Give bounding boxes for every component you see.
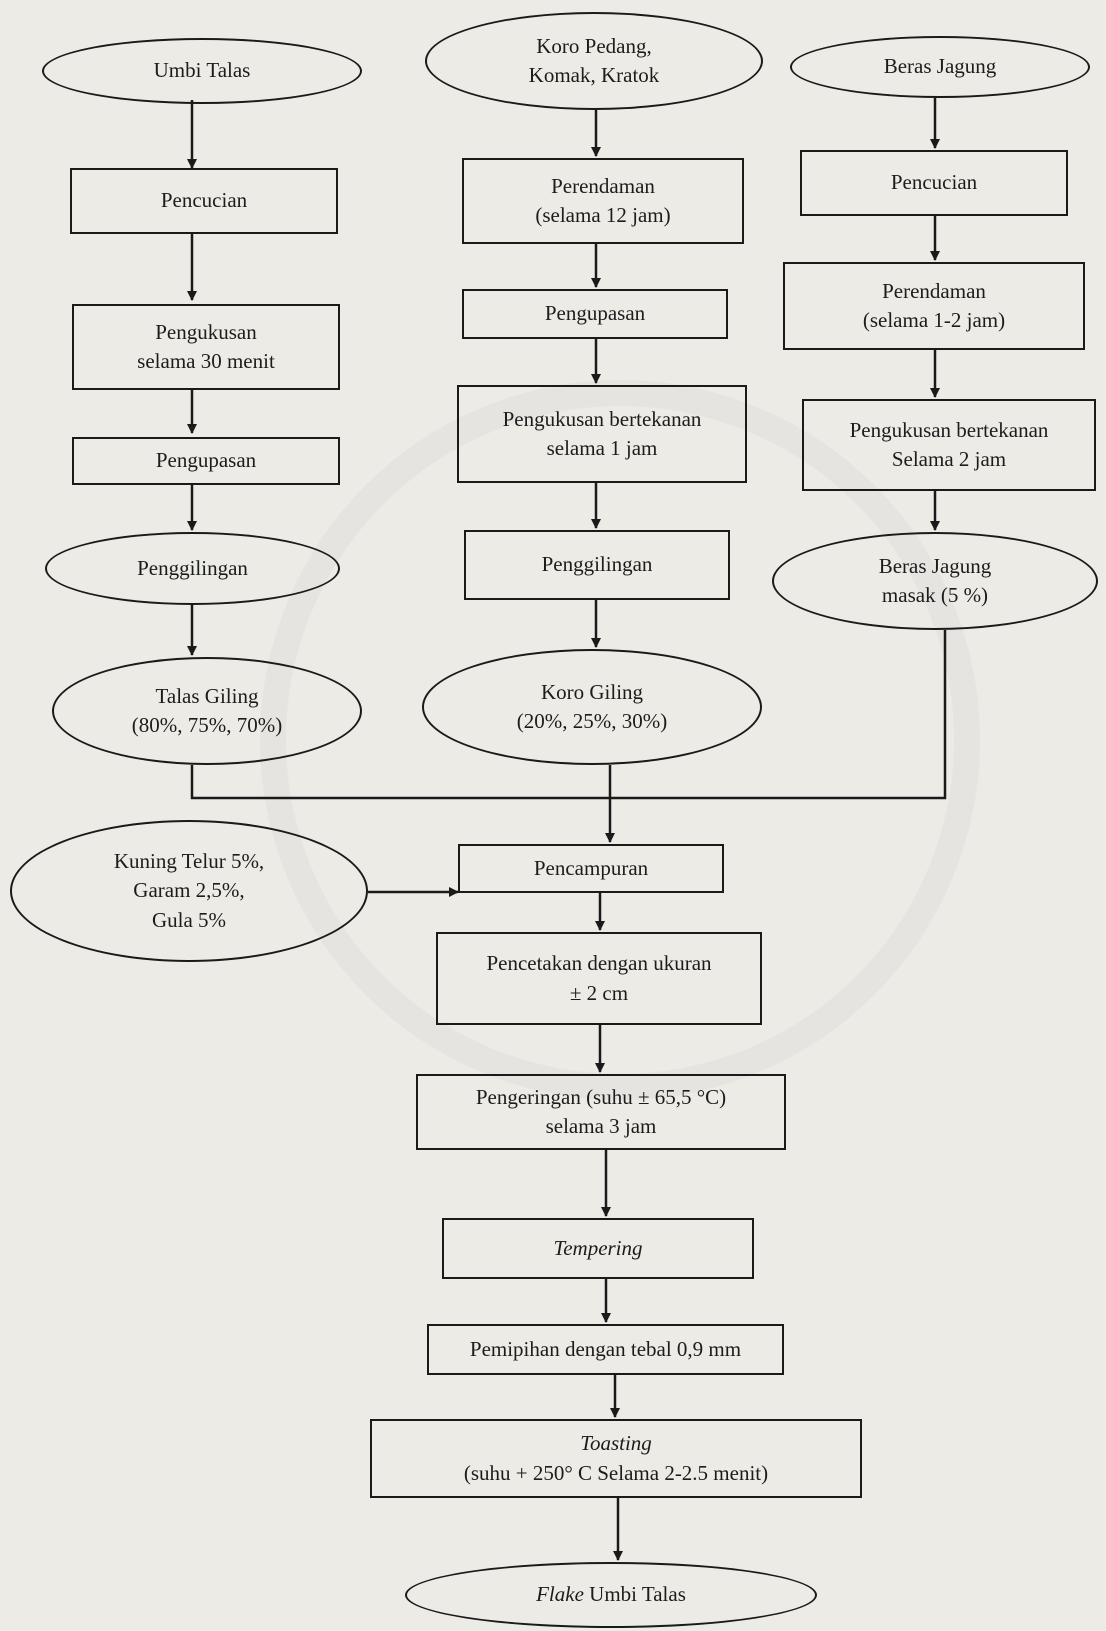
pengupasan-1-label: Pengupasan [155,448,257,473]
pengupasan-2-node: Pengupasan [462,289,728,339]
pencetakan-label: Pencetakan dengan ukuran ± 2 cm [486,951,712,1005]
pengukusan-3-label: Pengukusan bertekanan Selama 2 jam [849,417,1049,471]
beras-jagung-node: Beras Jagung [790,36,1090,98]
pencucian-3-node: Pencucian [800,150,1068,216]
penggilingan-1-label: Penggilingan [137,555,248,580]
penggilingan-2-node: Penggilingan [464,530,730,600]
pengukusan-2-node: Pengukusan bertekanan selama 1 jam [457,385,747,483]
pemipihan-label: Pemipihan dengan tebal 0,9 mm [469,1336,742,1361]
perendaman-3-label: Perendaman (selama 1-2 jam) [862,278,1006,332]
tempering-label: Tempering [553,1235,643,1260]
perendaman-2-node: Perendaman (selama 12 jam) [462,158,744,244]
umbi-talas-node: Umbi Talas [42,38,362,104]
pengukusan-2-label: Pengukusan bertekanan selama 1 jam [502,406,702,460]
koro-label: Koro Pedang, Komak, Kratok [528,33,660,87]
pengupasan-1-node: Pengupasan [72,437,340,485]
perendaman-2-label: Perendaman (selama 12 jam) [535,173,671,227]
koro-node: Koro Pedang, Komak, Kratok [425,12,763,110]
umbi-talas-label: Umbi Talas [153,58,251,83]
pemipihan-node: Pemipihan dengan tebal 0,9 mm [427,1324,784,1375]
perendaman-3-node: Perendaman (selama 1-2 jam) [783,262,1085,350]
pengukusan-1-node: Pengukusan selama 30 menit [72,304,340,390]
flake-umbi-talas-node: Flake Umbi Talas [405,1562,817,1628]
pencetakan-node: Pencetakan dengan ukuran ± 2 cm [436,932,762,1025]
flake-umbi-talas-label: Flake Umbi Talas [536,1580,686,1609]
pencucian-1-label: Pencucian [160,188,248,213]
pengeringan-node: Pengeringan (suhu ± 65,5 °C) selama 3 ja… [416,1074,786,1150]
koro-giling-node: Koro Giling (20%, 25%, 30%) [422,649,762,765]
talas-giling-label: Talas Giling (80%, 75%, 70%) [131,683,283,737]
pencampuran-node: Pencampuran [458,844,724,893]
pengukusan-3-node: Pengukusan bertekanan Selama 2 jam [802,399,1096,491]
toasting-title: Toasting [580,1431,652,1456]
flake-italic-text: Flake [536,1582,584,1607]
pencampuran-label: Pencampuran [533,855,649,880]
tempering-node: Tempering [442,1218,754,1279]
pencucian-1-node: Pencucian [70,168,338,234]
merge-line [190,630,947,800]
beras-masak-label: Beras Jagung masak (5 %) [878,553,992,607]
pencucian-3-label: Pencucian [890,170,978,195]
beras-jagung-label: Beras Jagung [883,54,997,79]
toasting-node: Toasting (suhu + 250° C Selama 2-2.5 men… [370,1419,862,1498]
kuning-telur-label: Kuning Telur 5%, Garam 2,5%, Gula 5% [113,848,265,932]
penggilingan-1-node: Penggilingan [45,532,340,605]
kuning-telur-node: Kuning Telur 5%, Garam 2,5%, Gula 5% [10,820,368,962]
penggilingan-2-label: Penggilingan [541,552,653,577]
beras-masak-node: Beras Jagung masak (5 %) [772,532,1098,630]
pengupasan-2-label: Pengupasan [544,301,646,326]
flake-rest-text: Umbi Talas [583,1582,686,1607]
pengeringan-label: Pengeringan (suhu ± 65,5 °C) selama 3 ja… [475,1084,727,1138]
toasting-detail: (suhu + 250° C Selama 2-2.5 menit) [463,1460,769,1485]
talas-giling-node: Talas Giling (80%, 75%, 70%) [52,657,362,765]
koro-giling-label: Koro Giling (20%, 25%, 30%) [516,679,668,733]
pengukusan-1-label: Pengukusan selama 30 menit [137,319,275,373]
